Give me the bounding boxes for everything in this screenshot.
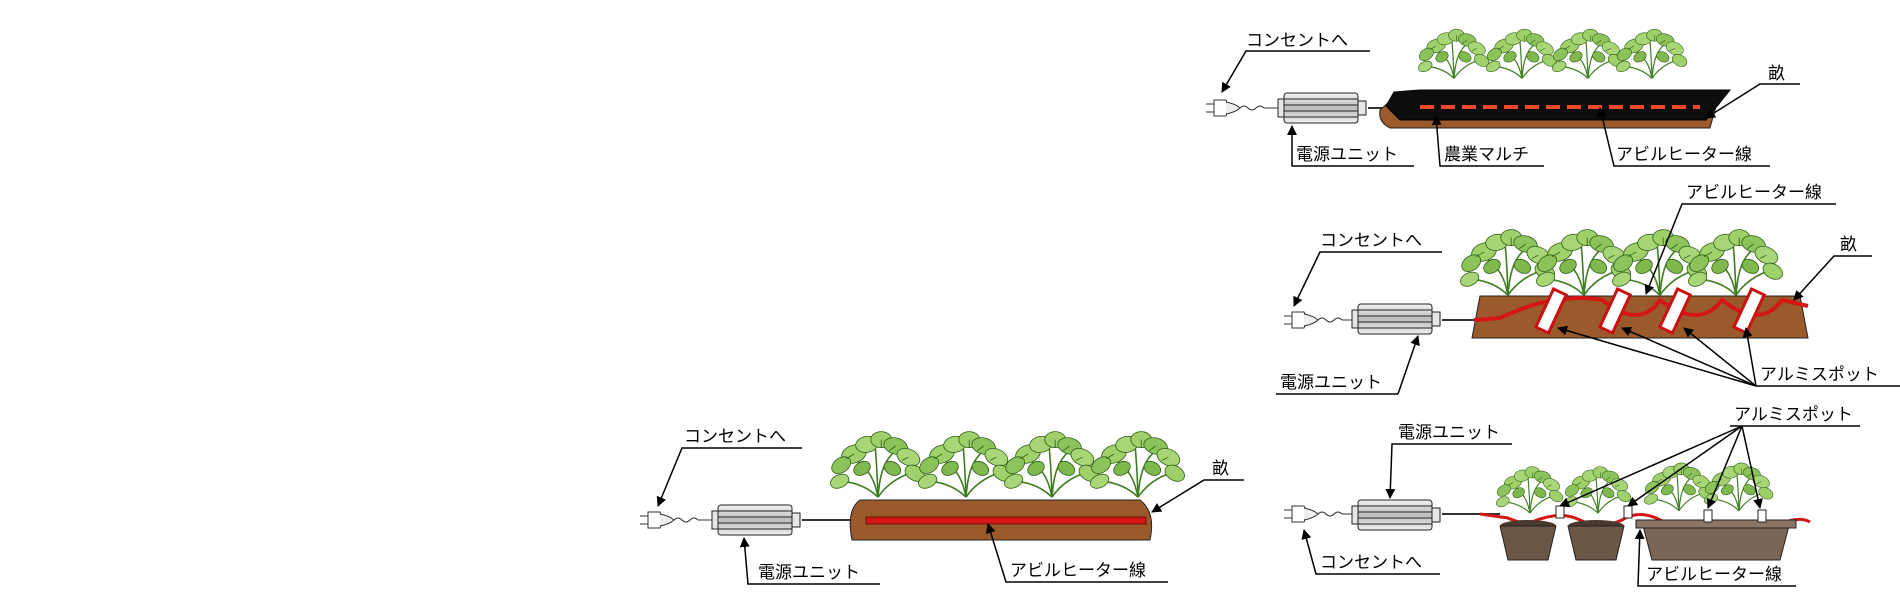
label-ridge: 畝 xyxy=(1768,64,1785,84)
label-ridge: 畝 xyxy=(1212,459,1229,479)
label-aluminum-spot: アルミスポット xyxy=(1734,405,1853,425)
plug-icon xyxy=(1205,99,1265,117)
power-unit-icon xyxy=(711,504,801,536)
power-unit-icon xyxy=(1351,303,1441,335)
aluminum-spot xyxy=(1657,287,1693,335)
label-mulch: 農業マルチ xyxy=(1444,145,1529,165)
pot-icon xyxy=(1567,520,1625,561)
strawberry-plant-icon xyxy=(827,430,929,499)
label-heater-wire: アビルヒーター線 xyxy=(1010,561,1146,581)
plug-icon xyxy=(639,511,699,529)
panel-aluminum-spot-ridge: アビルヒーター線 コンセントへ 畝 電源ユニット アルミスポット xyxy=(1276,183,1900,395)
label-heater-wire: アビルヒーター線 xyxy=(1686,183,1822,203)
label-power-unit: 電源ユニット xyxy=(1296,145,1398,165)
pot-icon xyxy=(1499,520,1557,561)
aluminum-spot xyxy=(1555,505,1565,519)
plug-icon xyxy=(1283,311,1343,329)
power-unit-icon xyxy=(1277,92,1367,124)
plug-icon xyxy=(1283,505,1343,523)
strawberry-plant-icon xyxy=(1549,28,1626,80)
strawberry-plant-icon xyxy=(1493,465,1566,514)
planter-icon xyxy=(1635,519,1797,561)
strawberry-plant-icon xyxy=(1613,28,1690,80)
aluminum-spot xyxy=(1703,509,1713,523)
aluminum-spot xyxy=(1533,287,1569,335)
strawberry-plant-icon xyxy=(1087,430,1189,499)
aluminum-spot xyxy=(1757,509,1767,523)
label-ridge: 畝 xyxy=(1840,235,1857,255)
aluminum-spot xyxy=(1731,287,1767,335)
panel-plain-ridge: コンセントへ 畝 電源ユニット アビルヒーター線 xyxy=(639,427,1244,585)
aluminum-spot xyxy=(1597,287,1633,335)
label-outlet: コンセントへ xyxy=(684,427,786,447)
label-outlet: コンセントへ xyxy=(1320,553,1422,573)
label-power-unit: 電源ユニット xyxy=(1398,423,1500,443)
label-aluminum-spot: アルミスポット xyxy=(1760,365,1879,385)
label-heater-wire: アビルヒーター線 xyxy=(1646,565,1782,585)
heater-wire-solid xyxy=(865,516,1147,525)
label-heater-wire: アビルヒーター線 xyxy=(1616,145,1752,165)
strawberry-plant-icon xyxy=(1415,28,1492,80)
label-outlet: コンセントへ xyxy=(1320,231,1422,251)
label-power-unit: 電源ユニット xyxy=(758,563,860,583)
power-unit-icon xyxy=(1351,499,1441,531)
strawberry-plant-icon xyxy=(1685,228,1787,297)
panel-pots-planter: 電源ユニット アルミスポット コンセントへ アビルヒーター線 xyxy=(1283,405,1860,587)
panel-mulch-ridge: コンセントへ 畝 電源ユニット 農業マルチ アビルヒーター線 xyxy=(1205,28,1800,167)
aluminum-spot xyxy=(1623,505,1633,519)
strawberry-plant-icon xyxy=(1701,462,1776,512)
strawberry-plant-icon xyxy=(1001,430,1103,499)
strawberry-plant-icon xyxy=(915,430,1017,499)
label-outlet: コンセントへ xyxy=(1246,31,1348,51)
strawberry-plant-icon xyxy=(1483,28,1560,80)
label-power-unit: 電源ユニット xyxy=(1280,373,1382,393)
